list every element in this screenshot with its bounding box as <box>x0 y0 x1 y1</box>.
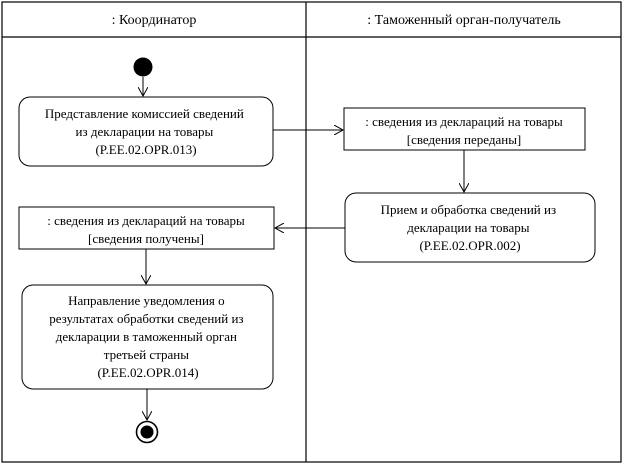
action-p-ee-02-opr-014: Направление уведомления о результатах об… <box>21 284 274 390</box>
initial-node <box>133 57 153 77</box>
action-2-line-2: декларации на товары <box>407 220 530 235</box>
object-2-name: : сведения из деклараций на товары <box>47 213 245 228</box>
action-1-line-2: из декларации на товары <box>76 124 214 139</box>
svg-text:Прием и обработка сведений из: Прием и обработка сведений из декларации… <box>381 202 560 253</box>
action-1-line-3: (P.EE.02.OPR.013) <box>95 142 196 157</box>
action-2-line-3: (P.EE.02.OPR.002) <box>419 238 520 253</box>
action-3-line-2: результатах обработки сведений из <box>49 311 243 326</box>
lane-title-coordinator: : Координатор <box>112 13 197 28</box>
action-1-line-1: Представление комиссией сведений <box>45 106 244 121</box>
object-1-name: : сведения из деклараций на товары <box>365 114 563 129</box>
object-node-transferred: : сведения из деклараций на товары [свед… <box>343 107 586 151</box>
action-p-ee-02-opr-013: Представление комиссией сведений из декл… <box>18 96 274 167</box>
svg-text:Представление комиссией сведен: Представление комиссией сведений из декл… <box>45 106 247 157</box>
object-2-state: [сведения получены] <box>88 231 204 246</box>
svg-text:Направление уведомления о: Направление уведомления о результатах об… <box>49 293 247 380</box>
action-3-line-1: Направление уведомления о <box>68 293 225 308</box>
action-3-line-5: (P.EE.02.OPR.014) <box>97 365 198 380</box>
action-3-line-3: декларации в таможенный орган <box>56 329 237 344</box>
object-1-state: [сведения переданы] <box>407 132 522 147</box>
action-2-line-1: Прием и обработка сведений из <box>381 202 556 217</box>
action-3-line-4: третьей страны <box>104 347 190 362</box>
object-node-received: : сведения из деклараций на товары [свед… <box>18 206 275 250</box>
action-p-ee-02-opr-002: Прием и обработка сведений из декларации… <box>344 192 596 263</box>
lane-title-receiver: : Таможенный орган-получатель <box>367 13 560 28</box>
final-node <box>135 420 159 444</box>
